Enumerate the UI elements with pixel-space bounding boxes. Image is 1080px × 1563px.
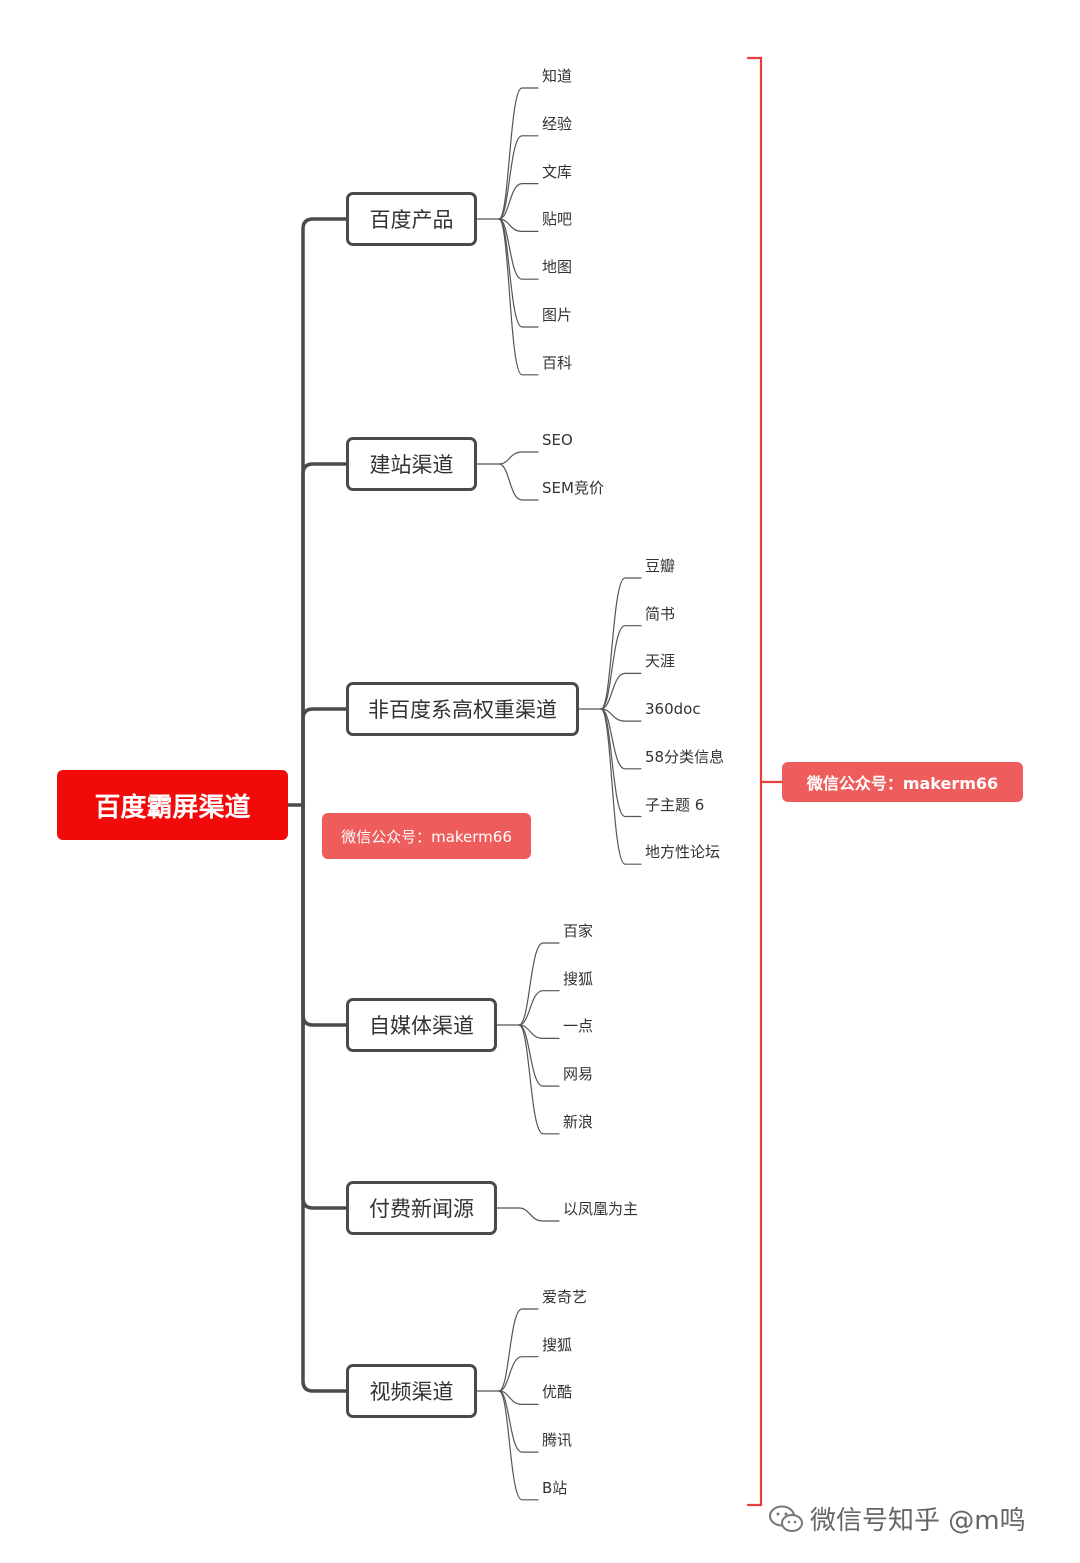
leaf-connector-1-3: [498, 183, 539, 220]
leaf-connector-4-4: [518, 1024, 560, 1087]
watermark: 微信号知乎 @m鸣: [768, 1500, 1026, 1537]
leaf-node[interactable]: 图片: [542, 306, 573, 324]
branch-node-3[interactable]: 非百度系高权重渠道: [346, 682, 579, 736]
leaf-connector-4-1: [518, 942, 560, 1026]
branch-node-2[interactable]: 建站渠道: [346, 437, 477, 491]
leaf-connector-6-3: [498, 1390, 539, 1405]
leaf-connector-6-1: [498, 1308, 539, 1392]
leaf-connector-1-1: [498, 87, 539, 220]
leaf-node[interactable]: 经验: [542, 114, 573, 133]
leaf-node[interactable]: 爱奇艺: [542, 1288, 588, 1306]
leaf-connector-3-3: [600, 672, 642, 710]
leaf-node[interactable]: 搜狐: [563, 969, 594, 988]
leaf-node[interactable]: 58分类信息: [645, 747, 725, 766]
leaf-connector-2-1: [498, 451, 539, 465]
spine-connector-3: [301, 707, 348, 807]
wechat-callout-right: 微信公众号：makerm66: [782, 762, 1023, 802]
leaf-connector-3-2: [600, 625, 642, 710]
leaf-connector-4-3: [518, 1024, 560, 1039]
leaf-connector-3-1: [600, 577, 642, 710]
leaf-node[interactable]: 腾讯: [542, 1431, 573, 1450]
wechat-icon: [769, 1505, 803, 1532]
leaf-connector-6-5: [498, 1390, 539, 1501]
spine-connector-5: [301, 803, 348, 1210]
leaf-connector-3-4: [600, 708, 642, 722]
leaf-connector-1-5: [498, 218, 539, 280]
leaf-connector-1-6: [498, 218, 539, 328]
leaf-node[interactable]: 搜狐: [542, 1335, 573, 1354]
leaf-node[interactable]: 百家: [563, 922, 594, 940]
leaf-node[interactable]: 天涯: [645, 652, 676, 671]
leaf-node[interactable]: 简书: [645, 604, 676, 623]
leaf-connector-1-2: [498, 135, 539, 220]
bracket-line: [746, 56, 763, 1507]
leaf-node[interactable]: 百科: [542, 353, 573, 372]
root-node[interactable]: 百度霸屏渠道: [57, 770, 288, 840]
leaf-node[interactable]: 以凤凰为主: [563, 1200, 639, 1218]
leaf-connector-4-5: [518, 1024, 560, 1135]
leaf-node[interactable]: SEO: [542, 431, 573, 449]
leaf-node[interactable]: 新浪: [563, 1112, 594, 1131]
leaf-node[interactable]: 豆瓣: [645, 557, 676, 575]
leaf-connector-1-7: [498, 218, 539, 376]
leaf-connector-1-4: [498, 218, 539, 232]
leaf-node[interactable]: 一点: [563, 1017, 594, 1036]
branch-node-4[interactable]: 自媒体渠道: [346, 998, 497, 1052]
leaf-connector-2-2: [498, 463, 539, 501]
leaf-node[interactable]: 知道: [542, 67, 573, 85]
leaf-node[interactable]: SEM竞价: [542, 479, 604, 497]
watermark-text: 微信号知乎 @m鸣: [810, 1506, 1026, 1536]
spine-connector-6: [301, 803, 348, 1393]
leaf-node[interactable]: 地图: [542, 258, 573, 277]
leaf-node[interactable]: B站: [542, 1478, 568, 1497]
wechat-callout-left: 微信公众号：makerm66: [322, 813, 531, 859]
leaf-connector-3-5: [600, 708, 642, 770]
leaf-connector-6-4: [498, 1390, 539, 1453]
leaf-node[interactable]: 优酷: [542, 1383, 573, 1402]
leaf-connector-6-2: [498, 1356, 539, 1392]
branch-node-1[interactable]: 百度产品: [346, 192, 477, 246]
leaf-node[interactable]: 贴吧: [542, 210, 573, 229]
spine-connector-1: [301, 217, 348, 807]
leaf-node[interactable]: 网易: [563, 1065, 594, 1084]
leaf-node[interactable]: 360doc: [645, 700, 701, 719]
branch-node-6[interactable]: 视频渠道: [346, 1364, 477, 1418]
leaf-node[interactable]: 文库: [542, 162, 573, 181]
leaf-node[interactable]: 地方性论坛: [645, 843, 721, 862]
branch-node-5[interactable]: 付费新闻源: [346, 1181, 497, 1235]
leaf-connector-4-2: [518, 990, 560, 1026]
spine-connector-2: [301, 462, 348, 807]
leaf-connector-5-1: [518, 1207, 560, 1222]
leaf-node[interactable]: 子主题 6: [645, 795, 705, 814]
leaf-connector-3-7: [600, 708, 642, 865]
